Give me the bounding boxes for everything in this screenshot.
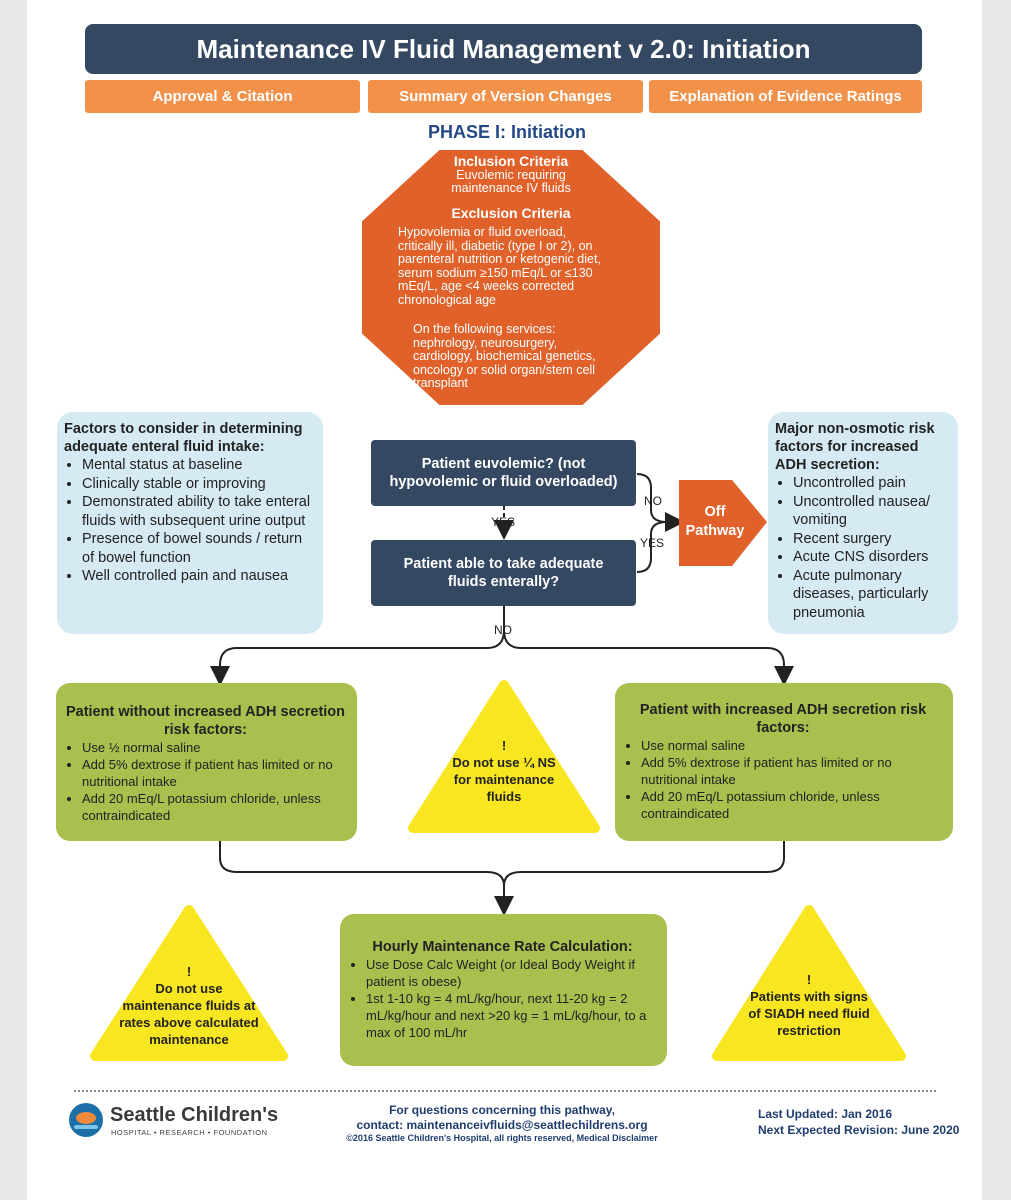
yes-label-2: YES: [640, 536, 665, 550]
exclusion-line: parenteral nutrition or ketogenic diet,: [398, 252, 601, 266]
warning-center-text: Do not use ¼ NS for maintenance fluids: [452, 755, 556, 804]
off-pathway-label[interactable]: Off Pathway: [685, 504, 745, 539]
list-item: Add 20 mEq/L potassium chloride, unless …: [641, 788, 943, 822]
footer-copyright[interactable]: ©2016 Seattle Children's Hospital, all r…: [346, 1133, 658, 1143]
no-connector-2-right: [503, 629, 794, 686]
seattle-childrens-logo-icon: [69, 1103, 103, 1137]
exclusion-line: serum sodium ≥150 mEq/L or ≤130: [398, 265, 593, 280]
hourly-rate-box: Hourly Maintenance Rate Calculation: Use…: [340, 914, 667, 1066]
list-item: Demonstrated ability to take enteral flu…: [82, 493, 315, 530]
exclusion-line: mEq/L, age <4 weeks corrected: [398, 279, 575, 293]
list-item: Use Dose Calc Weight (or Ideal Body Weig…: [366, 956, 657, 990]
no-adh-risk-box: Patient without increased ADH secretion …: [56, 683, 357, 841]
list-item: Use ½ normal saline: [82, 739, 347, 756]
services-block: On the following services: nephrology, n…: [413, 322, 653, 391]
list-item: Use normal saline: [641, 737, 943, 754]
adh-risk-title: Patient with increased ADH secretion ris…: [639, 702, 927, 736]
tab-summary-version-changes[interactable]: Summary of Version Changes: [368, 80, 643, 113]
warning-right: ! Patients with signs of SIADH need flui…: [744, 971, 874, 1039]
no-adh-risk-title: Patient without increased ADH secretion …: [65, 704, 346, 738]
list-item: 1st 1-10 kg = 4 mL/kg/hour, next 11-20 k…: [366, 990, 657, 1041]
tab-approval-citation[interactable]: Approval & Citation: [85, 80, 360, 113]
last-updated: Last Updated: Jan 2016: [758, 1107, 893, 1121]
list-item: Well controlled pain and nausea: [82, 567, 315, 586]
seattle-childrens-logo-text: Seattle Children's: [110, 1104, 279, 1126]
footer-divider: [74, 1090, 936, 1092]
footer-contact[interactable]: contact: maintenanceivfluids@seattlechil…: [356, 1118, 648, 1132]
list-item: Add 5% dextrose if patient has limited o…: [641, 754, 943, 788]
services-line: On the following services:: [413, 322, 556, 336]
list-item: Add 20 mEq/L potassium chloride, unless …: [82, 790, 347, 824]
inclusion-line: Euvolemic requiring: [456, 167, 566, 182]
yes-connector-2: [636, 521, 668, 573]
exclusion-line: Hypovolemia or fluid overload,: [398, 225, 567, 239]
list-item: Uncontrolled pain: [793, 474, 952, 493]
inclusion-title: Inclusion Criteria: [453, 153, 569, 169]
list-item: Presence of bowel sounds / return of bow…: [82, 530, 315, 567]
pathway-page: Maintenance IV Fluid Management v 2.0: I…: [27, 0, 982, 1200]
services-line: transplant: [413, 376, 468, 390]
list-item: Recent surgery: [793, 530, 952, 549]
yes-label-1: YES: [491, 515, 516, 529]
adh-risk-box: Patient with increased ADH secretion ris…: [615, 683, 953, 841]
phase-heading: PHASE I: Initiation: [427, 122, 586, 142]
list-item: Acute pulmonary diseases, particularly p…: [793, 567, 952, 623]
exclusion-line: chronological age: [398, 292, 496, 307]
enteral-factors-title: Factors to consider in determining adequ…: [64, 421, 303, 455]
no-connector-2-left: [210, 606, 505, 686]
adh-risk-factors-box: Major non-osmotic risk factors for incre…: [768, 412, 958, 634]
warning-triangle-right: [712, 905, 906, 1061]
exclamation-icon: !: [806, 972, 812, 987]
warning-left: ! Do not use maintenance fluids at rates…: [119, 963, 259, 1048]
list-item: Clinically stable or improving: [82, 475, 315, 494]
exclamation-icon: !: [186, 964, 192, 979]
enteral-fluids-question[interactable]: Patient able to take adequate fluids ent…: [371, 540, 636, 606]
warning-center: ! Do not use ¼ NS for maintenance fluids: [444, 737, 564, 805]
exclamation-icon: !: [501, 738, 507, 753]
services-line: oncology or solid organ/stem cell: [413, 362, 596, 377]
warning-triangle-center: [408, 680, 600, 833]
page-title: Maintenance IV Fluid Management v 2.0: I…: [85, 24, 922, 74]
services-line: nephrology, neurosurgery,: [413, 335, 558, 350]
seattle-childrens-logo-subtitle: HOSPITAL • RESEARCH • FOUNDATION: [111, 1128, 268, 1137]
criteria-octagon: [362, 150, 660, 405]
flow-connectors: [90, 473, 906, 1061]
list-item: Mental status at baseline: [82, 456, 315, 475]
off-pathway-shape: [679, 480, 767, 566]
list-item: Add 5% dextrose if patient has limited o…: [82, 756, 347, 790]
adh-risk-factors-title: Major non-osmotic risk factors for incre…: [775, 421, 935, 473]
euvolemic-question[interactable]: Patient euvolemic? (not hypovolemic or f…: [371, 440, 636, 506]
exclusion-block: Hypovolemia or fluid overload, criticall…: [398, 225, 658, 307]
tab-evidence-ratings[interactable]: Explanation of Evidence Ratings: [649, 80, 922, 113]
warning-triangle-left: [90, 905, 288, 1061]
inclusion-line: maintenance IV fluids: [451, 181, 571, 195]
merge-connector-left: [219, 841, 514, 916]
list-item: Uncontrolled nausea/ vomiting: [793, 493, 952, 530]
list-item: Acute CNS disorders: [793, 548, 952, 567]
merge-connector-right: [503, 841, 785, 887]
no-label-2: NO: [494, 623, 512, 637]
no-connector-1: [636, 473, 668, 523]
warning-right-text: Patients with signs of SIADH need fluid …: [748, 989, 870, 1038]
footer-questions: For questions concerning this pathway,: [389, 1103, 615, 1117]
enteral-factors-box: Factors to consider in determining adequ…: [57, 412, 323, 634]
inclusion-block: Inclusion Criteria Euvolemic requiring m…: [362, 153, 660, 221]
hourly-rate-title: Hourly Maintenance Rate Calculation:: [372, 939, 633, 955]
next-revision: Next Expected Revision: June 2020: [758, 1123, 960, 1137]
exclusion-line: critically ill, diabetic (type I or 2), …: [398, 238, 593, 253]
warning-left-text: Do not use maintenance fluids at rates a…: [119, 981, 259, 1047]
exclusion-title: Exclusion Criteria: [451, 204, 571, 221]
services-line: cardiology, biochemical genetics,: [413, 349, 596, 363]
no-label-1: NO: [644, 494, 662, 508]
